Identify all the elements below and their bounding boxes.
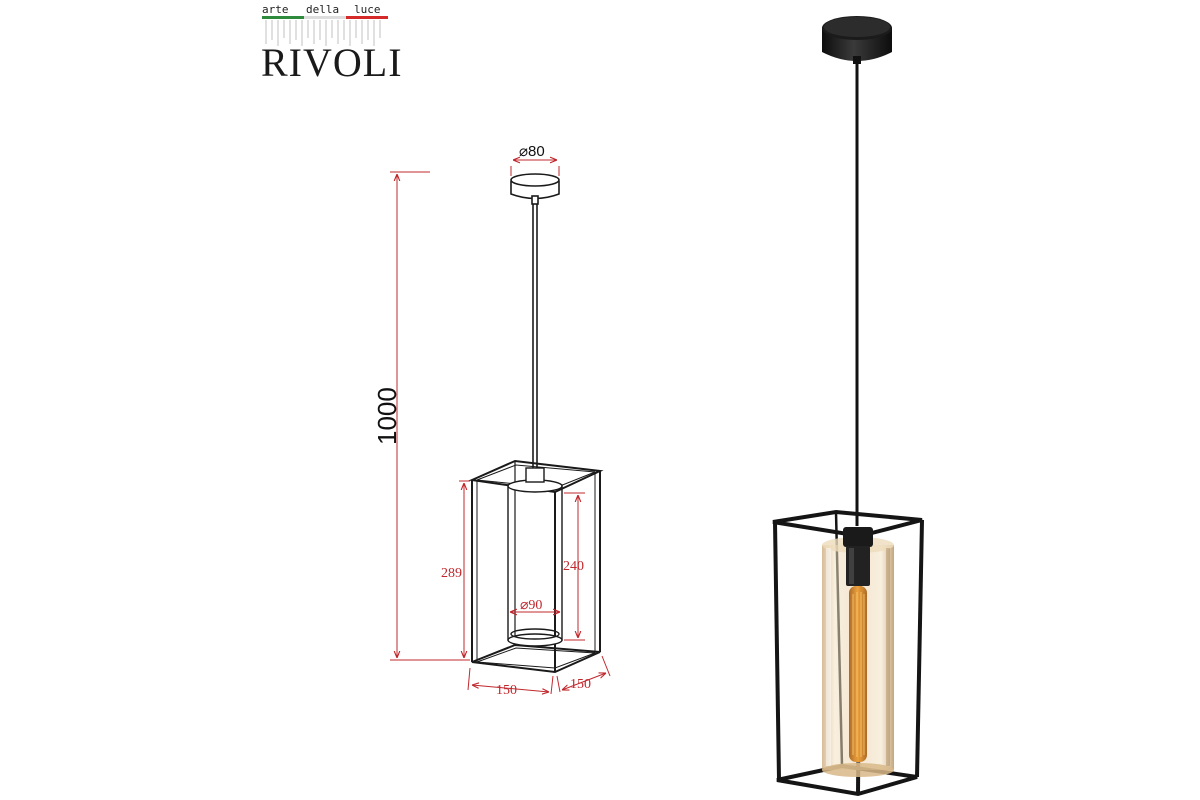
logo-tagline-della: della xyxy=(306,3,339,16)
render-canopy xyxy=(822,16,892,64)
dim-total-height-label: 1000 xyxy=(372,387,402,445)
drawing-canopy xyxy=(510,173,560,205)
logo-wordmark: RIVOLI xyxy=(261,40,403,85)
render-edison-bulb xyxy=(849,586,867,762)
render-socket xyxy=(843,527,873,586)
dim-shade-diameter-label: ⌀90 xyxy=(520,598,542,613)
dim-frame-height-label: 289 xyxy=(441,566,462,581)
technical-drawing xyxy=(468,173,604,674)
flag-stripe-red xyxy=(346,16,388,19)
flag-stripe-green xyxy=(262,16,304,19)
dimension-labels: 1000 ⌀80 289 240 ⌀90 150 150 xyxy=(372,143,591,698)
flag-stripe-white xyxy=(304,16,346,19)
dim-frame-depth-label: 150 xyxy=(570,677,591,692)
logo-tagline-arte: arte xyxy=(262,3,289,16)
chandelier-drops-pattern xyxy=(265,20,381,46)
dimension-lines xyxy=(390,160,611,694)
drawing-cord xyxy=(532,204,538,468)
product-render xyxy=(772,16,924,797)
logo-tagline-luce: luce xyxy=(354,3,381,16)
dim-frame-width-label: 150 xyxy=(496,683,517,698)
dim-canopy-diameter-label: ⌀80 xyxy=(519,143,545,160)
dim-shade-height-label: 240 xyxy=(563,559,584,574)
brand-logo: arte della luce RIVOLI xyxy=(261,3,403,85)
drawing-glass-shade xyxy=(507,467,563,647)
